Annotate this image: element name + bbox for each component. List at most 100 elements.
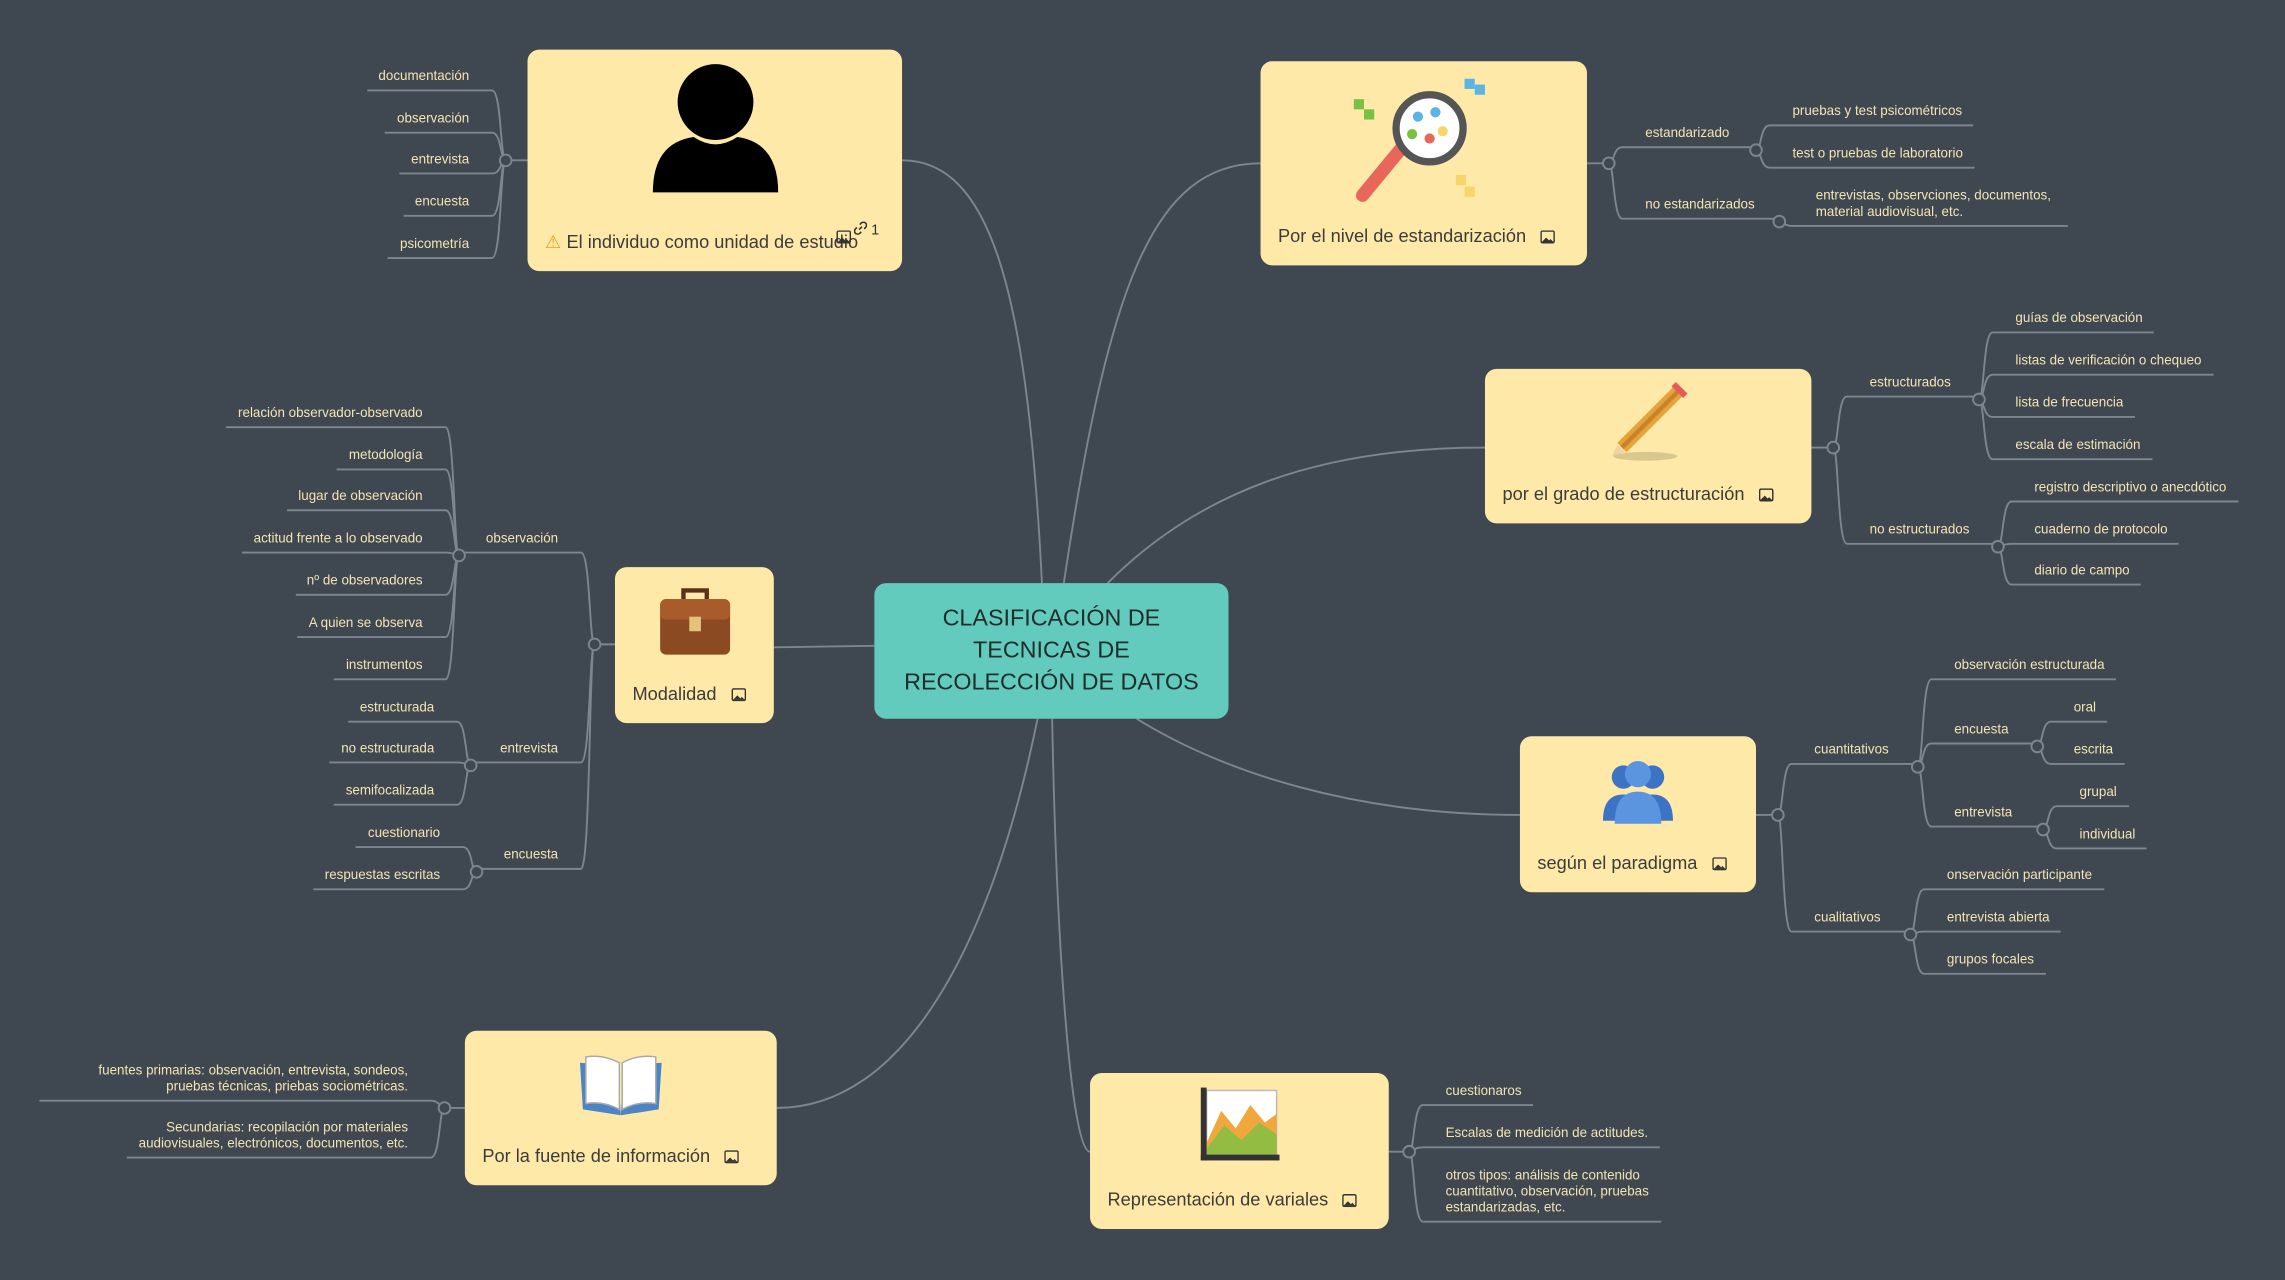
collapse-toggle[interactable]: [1903, 927, 1918, 942]
collapse-toggle[interactable]: [2036, 822, 2050, 837]
leaf-topic[interactable]: fuentes primarias: observación, entrevis…: [98, 1062, 409, 1094]
collapse-toggle[interactable]: [498, 153, 513, 168]
leaf-topic[interactable]: listas de verificación o chequeo: [2015, 352, 2202, 368]
topic-representacion[interactable]: Representación de variales: [1090, 1072, 1389, 1229]
branch-label[interactable]: entrevista: [500, 740, 559, 756]
main-branch: [1106, 446, 1485, 584]
central-topic-line: RECOLECCIÓN DE DATOS: [904, 669, 1199, 695]
leaf-topic[interactable]: relación observador-observado: [238, 405, 423, 420]
branch-label[interactable]: entrevista: [1954, 804, 2013, 820]
collapse-toggle[interactable]: [452, 548, 466, 563]
branch-label[interactable]: estructurados: [1869, 374, 1951, 390]
branch-label[interactable]: no estructurados: [1869, 521, 1970, 537]
leaf-topic[interactable]: A quien se observa: [308, 615, 423, 630]
branch-label[interactable]: cualitativos: [1814, 909, 1881, 925]
link-icon[interactable]: 1: [853, 221, 879, 239]
collapse-toggle[interactable]: [469, 865, 484, 879]
topic-title: El individuo como unidad de estudio: [566, 231, 859, 253]
collapse-toggle[interactable]: [1772, 214, 1787, 229]
image-icon[interactable]: [731, 688, 746, 702]
leaf-topic[interactable]: pruebas y test psicométricos: [1792, 103, 1963, 119]
branch-label[interactable]: no estandarizados: [1645, 196, 1755, 212]
leaf-topic[interactable]: encuesta: [414, 193, 470, 209]
collapse-toggle[interactable]: [1749, 143, 1763, 157]
leaf-topic[interactable]: escrita: [2073, 742, 2114, 757]
connector-line: [1910, 930, 2061, 936]
branch-label[interactable]: encuesta: [1954, 721, 2009, 737]
leaf-topic[interactable]: no estructurada: [341, 740, 435, 756]
leaf-topic[interactable]: cuaderno de protocolo: [2034, 521, 2168, 537]
collapse-toggle[interactable]: [1910, 760, 1925, 774]
leaf-topic[interactable]: otros tipos: análisis de contenido cuant…: [1445, 1167, 1649, 1215]
topic-individuo[interactable]: ⚠ El individuo como unidad de estudio 1: [527, 49, 903, 272]
collapse-toggle[interactable]: [463, 758, 478, 773]
leaf-topic[interactable]: actitud frente a lo observado: [253, 530, 423, 546]
leaf-topic[interactable]: entrevista: [411, 151, 470, 167]
leaf-topic[interactable]: grupos focales: [1946, 951, 2035, 967]
leaf-topic[interactable]: cuestionaros: [1445, 1083, 1522, 1098]
collapse-toggle[interactable]: [1771, 808, 1785, 822]
image-icon[interactable]: [1342, 1194, 1358, 1208]
leaf-topic[interactable]: entrevista abierta: [1946, 909, 2050, 925]
collapse-toggle[interactable]: [1402, 1144, 1416, 1159]
collapse-toggle[interactable]: [2030, 739, 2045, 754]
leaf-topic[interactable]: Secundarias: recopilación por materiales…: [138, 1119, 409, 1151]
topic-paradigma[interactable]: según el paradigma: [1519, 736, 1757, 893]
collapse-toggle[interactable]: [587, 637, 602, 652]
leaf-topic[interactable]: lugar de observación: [298, 488, 423, 503]
leaf-topic[interactable]: registro descriptivo o anecdótico: [2034, 479, 2227, 495]
leaf-topic[interactable]: psicometría: [400, 236, 470, 251]
branch-label[interactable]: cuantitativos: [1814, 742, 1889, 757]
branch-label[interactable]: encuesta: [503, 847, 559, 862]
people-icon: [1520, 757, 1756, 830]
image-icon[interactable]: [1759, 488, 1774, 502]
image-icon[interactable]: [1540, 230, 1556, 244]
leaf-topic[interactable]: individual: [2079, 826, 2136, 842]
image-icon[interactable]: [1711, 857, 1727, 871]
collapse-toggle[interactable]: [1602, 156, 1616, 171]
branch-label[interactable]: estandarizado: [1645, 125, 1730, 140]
leaf-topic[interactable]: cuestionario: [367, 825, 441, 840]
connector-line: [1779, 220, 2068, 227]
leaf-topic[interactable]: respuestas escritas: [324, 867, 441, 883]
leaf-topic[interactable]: observación: [397, 110, 470, 126]
topic-title: por el grado de estructuración: [1502, 484, 1745, 505]
leaf-topic[interactable]: grupal: [2079, 784, 2117, 799]
topic-title: Representación de variales: [1107, 1189, 1329, 1211]
connector-line: [1917, 742, 2038, 768]
collapse-toggle[interactable]: [1991, 539, 2005, 554]
image-icon[interactable]: [724, 1150, 740, 1164]
leaf-topic[interactable]: nº de observadores: [306, 572, 423, 588]
central-topic-line: TECNICAS DE: [973, 637, 1130, 663]
topic-fuente[interactable]: Por la fuente de información: [464, 1030, 777, 1186]
central-topic[interactable]: CLASIFICACIÓN DE TECNICAS DE RECOLECCIÓN…: [874, 583, 1229, 719]
leaf-topic[interactable]: Escalas de medición de actitudes.: [1445, 1125, 1649, 1141]
leaf-topic[interactable]: onservación participante: [1946, 867, 2093, 883]
leaf-topic[interactable]: metodología: [348, 447, 423, 463]
collapse-toggle[interactable]: [1972, 392, 1986, 407]
topic-modalidad[interactable]: Modalidad: [614, 567, 774, 724]
branch-label[interactable]: observación: [485, 530, 559, 546]
connector-line: [476, 643, 596, 870]
leaf-topic[interactable]: lista de frecuencia: [2015, 395, 2124, 410]
leaf-topic[interactable]: instrumentos: [345, 657, 423, 673]
leaf-topic[interactable]: entrevistas, observciones, documentos, m…: [1815, 188, 2051, 219]
leaf-topic[interactable]: oral: [2073, 699, 2097, 715]
topic-estructuracion[interactable]: por el grado de estructuración: [1484, 368, 1812, 524]
leaf-topic[interactable]: guías de observación: [2015, 310, 2143, 326]
connector-line: [39, 1099, 445, 1109]
leaf-topic[interactable]: observación estructurada: [1954, 657, 2105, 673]
leaf-topic[interactable]: semifocalizada: [345, 782, 435, 798]
leaf-topic[interactable]: escala de estimación: [2015, 437, 2141, 452]
pencil-icon: [1485, 381, 1811, 466]
leaf-topic[interactable]: test o pruebas de laboratorio: [1792, 145, 1963, 161]
leaf-topic[interactable]: diario de campo: [2034, 562, 2130, 578]
topic-estandarizacion[interactable]: Por el nivel de estandarización: [1260, 61, 1587, 266]
topic-title: Modalidad: [632, 683, 717, 705]
collapse-toggle[interactable]: [437, 1101, 452, 1115]
image-icon[interactable]: [822, 225, 852, 251]
collapse-toggle[interactable]: [1826, 440, 1841, 455]
leaf-topic[interactable]: estructurada: [359, 699, 435, 715]
leaf-topic[interactable]: documentación: [378, 68, 470, 84]
